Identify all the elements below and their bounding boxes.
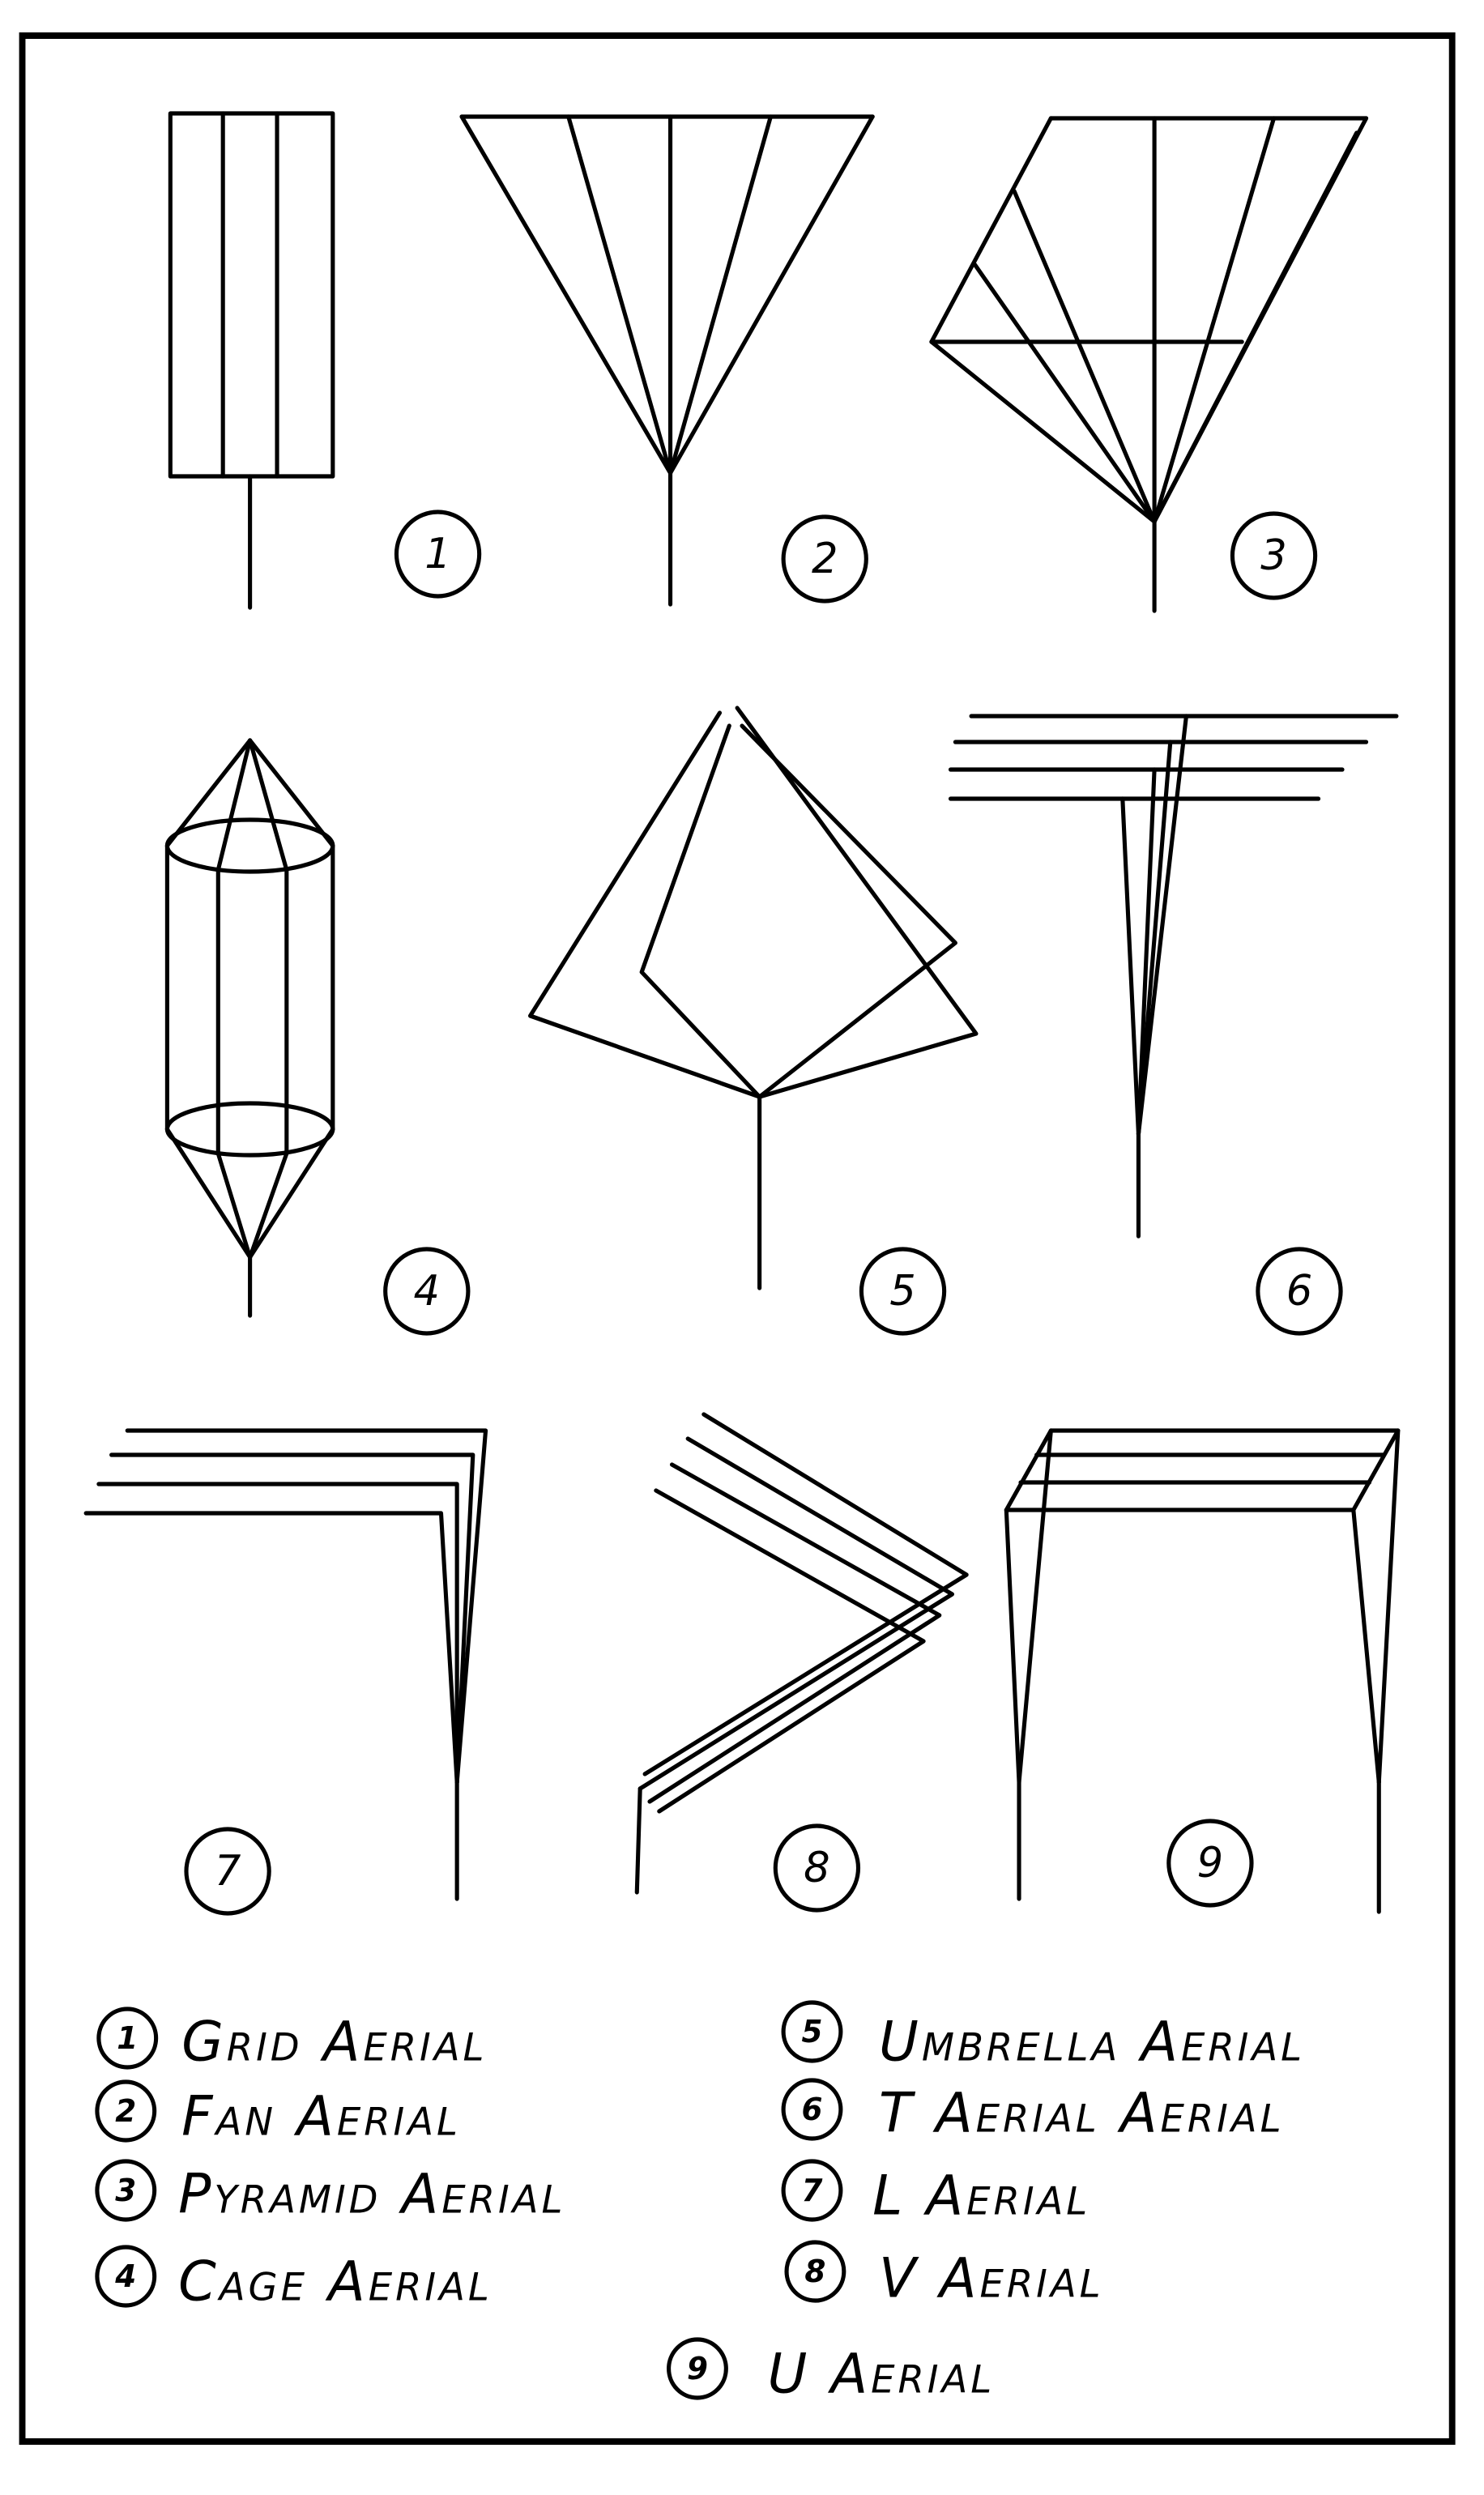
- svg-text:2: 2: [812, 535, 838, 584]
- legend-item: 5 Umbrella Aerial: [781, 2000, 1305, 2074]
- svg-text:7: 7: [215, 1847, 241, 1896]
- cage-aerial-drawing: [164, 738, 335, 1318]
- figure-label-3: 3: [1230, 511, 1318, 600]
- svg-text:V Aerial: V Aerial: [879, 2246, 1104, 2310]
- legend-item: 3 Pyramid Aerial: [95, 2159, 565, 2226]
- svg-text:U Aerial: U Aerial: [767, 2341, 995, 2406]
- grid-aerial-drawing: [168, 111, 335, 610]
- l-aerial-drawing: [83, 1428, 488, 1901]
- svg-text:T Aerial Aerial: T Aerial Aerial: [879, 2080, 1284, 2145]
- svg-text:6: 6: [802, 2092, 823, 2127]
- legend-item: 6 T Aerial Aerial: [781, 2078, 1284, 2145]
- u-aerial-drawing: [1004, 1428, 1401, 1914]
- svg-text:9: 9: [1197, 1839, 1224, 1888]
- legend-item: 8 V Aerial: [784, 2240, 1104, 2310]
- svg-text:8: 8: [804, 1844, 830, 1893]
- svg-text:5: 5: [802, 2014, 823, 2049]
- svg-text:4: 4: [114, 2258, 136, 2294]
- svg-text:4: 4: [414, 1267, 441, 1316]
- fan-aerial-drawing: [459, 114, 875, 607]
- figure-label-9: 9: [1166, 1819, 1254, 1908]
- svg-text:9: 9: [687, 2351, 708, 2386]
- svg-text:1: 1: [424, 530, 451, 579]
- svg-text:Cage Aerial: Cage Aerial: [178, 2249, 493, 2314]
- svg-text:L Aerial: L Aerial: [872, 2163, 1090, 2228]
- figure-label-4: 4: [383, 1247, 471, 1336]
- umbrella-aerial-drawing: [528, 706, 979, 1290]
- legend-item: 2 Fan Aerial: [95, 2079, 461, 2148]
- figure-label-1: 1: [394, 510, 482, 599]
- svg-text:5: 5: [889, 1267, 916, 1316]
- legend-item: 7 L Aerial: [781, 2159, 1090, 2228]
- svg-text:2: 2: [115, 2093, 136, 2129]
- figure-label-2: 2: [781, 514, 868, 603]
- svg-text:Fan Aerial: Fan Aerial: [181, 2083, 461, 2148]
- legend-item: 1 Grid Aerial: [96, 2007, 487, 2074]
- svg-text:8: 8: [804, 2254, 825, 2289]
- svg-text:3: 3: [115, 2173, 136, 2208]
- figure-label-7: 7: [184, 1827, 271, 1916]
- svg-text:1: 1: [117, 2020, 138, 2056]
- svg-text:Grid Aerial: Grid Aerial: [181, 2009, 487, 2074]
- svg-text:Pyramid Aerial: Pyramid Aerial: [178, 2161, 565, 2226]
- legend-item: 9 U Aerial: [667, 2337, 995, 2406]
- v-aerial-drawing: [634, 1412, 969, 1895]
- svg-text:7: 7: [802, 2173, 824, 2208]
- svg-text:3: 3: [1260, 531, 1287, 581]
- svg-text:6: 6: [1286, 1267, 1313, 1316]
- legend: 1 Grid Aerial 2 Fan Aerial 3 Pyramid Aerial…: [95, 2000, 1305, 2406]
- figure-label-6: 6: [1256, 1247, 1343, 1336]
- pyramid-aerial-drawing: [929, 116, 1369, 613]
- figure-label-5: 5: [859, 1247, 947, 1336]
- figure-label-8: 8: [773, 1823, 861, 1913]
- frame-border: [19, 32, 1456, 2445]
- svg-text:Umbrella Aerial: Umbrella Aerial: [879, 2009, 1305, 2074]
- legend-item: 4 Cage Aerial: [95, 2245, 493, 2314]
- t-aerial-drawing: [948, 714, 1399, 1239]
